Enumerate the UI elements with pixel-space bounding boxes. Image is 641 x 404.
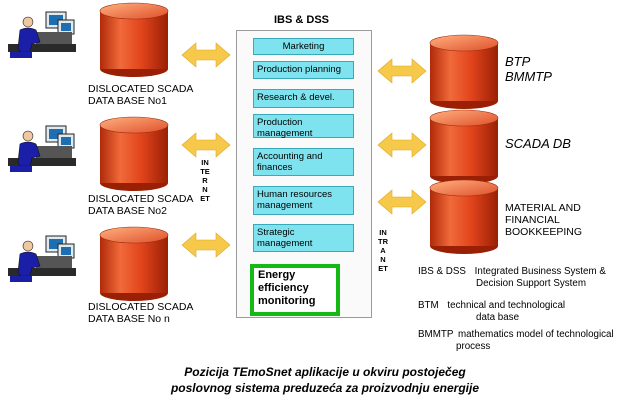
module-production-planning: Production planning	[253, 61, 354, 79]
operator-icon	[7, 235, 77, 283]
module-strategic-management: Strategic management	[253, 224, 354, 252]
internet-label: INTERNET	[200, 158, 210, 203]
database-cylinder-icon	[99, 2, 169, 78]
legend-term: BTM	[418, 300, 439, 311]
module-production-management: Production management	[253, 114, 354, 139]
energy-efficiency-label: Energy efficiency monitoring	[254, 268, 336, 312]
double-arrow-icon	[377, 58, 427, 84]
right-db-label-scada: SCADA DB	[505, 136, 571, 151]
double-arrow-icon	[377, 189, 427, 215]
right-db-label-btp: BTP BMMTP	[505, 54, 552, 84]
module-research-devel: Research & devel.	[253, 89, 354, 108]
module-human-resources: Human resources management	[253, 186, 354, 215]
double-arrow-icon	[181, 42, 231, 68]
database-cylinder-icon	[429, 179, 499, 255]
intranet-label: INTRANET	[378, 228, 388, 273]
right-db-label-bookkeeping: MATERIAL AND FINANCIAL BOOKKEEPING	[505, 202, 583, 238]
legend-term: BMMTP	[418, 329, 454, 340]
left-db-label: DISLOCATED SCADA DATA BASE No2	[88, 193, 194, 217]
database-cylinder-icon	[429, 109, 499, 185]
module-accounting-finances: Accounting and finances	[253, 148, 354, 176]
operator-icon	[7, 11, 77, 59]
legend-ibs-dss: IBS & DSS Integrated Business System & D…	[418, 266, 606, 289]
database-cylinder-icon	[99, 116, 169, 192]
database-cylinder-icon	[99, 226, 169, 302]
left-db-label: DISLOCATED SCADA DATA BASE No n	[88, 301, 194, 325]
left-db-label: DISLOCATED SCADA DATA BASE No1	[88, 83, 194, 107]
energy-efficiency-box: Energy efficiency monitoring	[250, 264, 340, 316]
figure-caption: Pozicija TEmoSnet aplikacije u okviru po…	[170, 365, 480, 395]
legend-btm: BTM technical and technological data bas…	[418, 300, 566, 323]
legend-term: IBS & DSS	[418, 266, 466, 277]
diagram-title: IBS & DSS	[274, 14, 330, 26]
double-arrow-icon	[377, 132, 427, 158]
operator-icon	[7, 125, 77, 173]
legend-bmmtp: BMMTP mathematics model of technological…	[418, 329, 614, 352]
module-marketing: Marketing	[253, 38, 354, 55]
double-arrow-icon	[181, 232, 231, 258]
double-arrow-icon	[181, 132, 231, 158]
database-cylinder-icon	[429, 34, 499, 110]
